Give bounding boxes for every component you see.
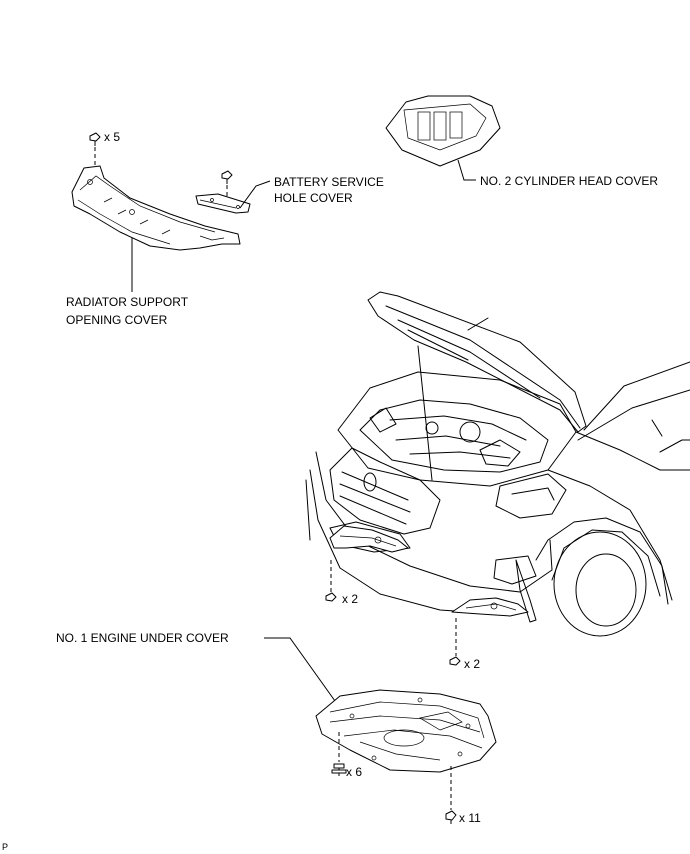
radiator-cover-label-line1: RADIATOR SUPPORT <box>66 295 189 309</box>
clip-icon <box>449 656 461 666</box>
vehicle-front-illustration <box>305 291 690 637</box>
clip-icon <box>445 810 457 824</box>
leader-line <box>239 180 271 209</box>
radiator-clip-quantity: x 5 <box>104 130 120 144</box>
clip-icon <box>89 132 101 146</box>
battery-cover-label-line1: BATTERY SERVICE <box>274 175 384 189</box>
no1-engine-under-cover <box>315 689 497 773</box>
battery-cover-label-line2: HOLE COVER <box>274 191 353 205</box>
leader-line <box>264 637 341 709</box>
under-cover-clip-quantity: x 11 <box>459 811 481 825</box>
right-clip-quantity: x 2 <box>464 657 480 671</box>
engine-under-cover-label: NO. 1 ENGINE UNDER COVER <box>56 631 229 645</box>
leader-line <box>457 159 476 181</box>
cylinder-head-cover-label: NO. 2 CYLINDER HEAD COVER <box>480 174 658 188</box>
clip-icon <box>221 170 233 184</box>
radiator-cover-label-line2: OPENING COVER <box>66 313 168 327</box>
bolt-icon <box>331 763 347 776</box>
clip-icon <box>325 592 337 602</box>
left-clip-quantity: x 2 <box>342 592 358 606</box>
bolt-quantity: x 6 <box>346 765 362 779</box>
reference-mark: P <box>2 842 8 852</box>
engine-under-cover-right-piece <box>451 597 529 617</box>
engine-under-cover-left-piece <box>329 525 409 553</box>
radiator-support-opening-cover <box>71 165 241 251</box>
no2-cylinder-head-cover <box>385 95 501 167</box>
battery-service-hole-cover <box>195 193 251 214</box>
